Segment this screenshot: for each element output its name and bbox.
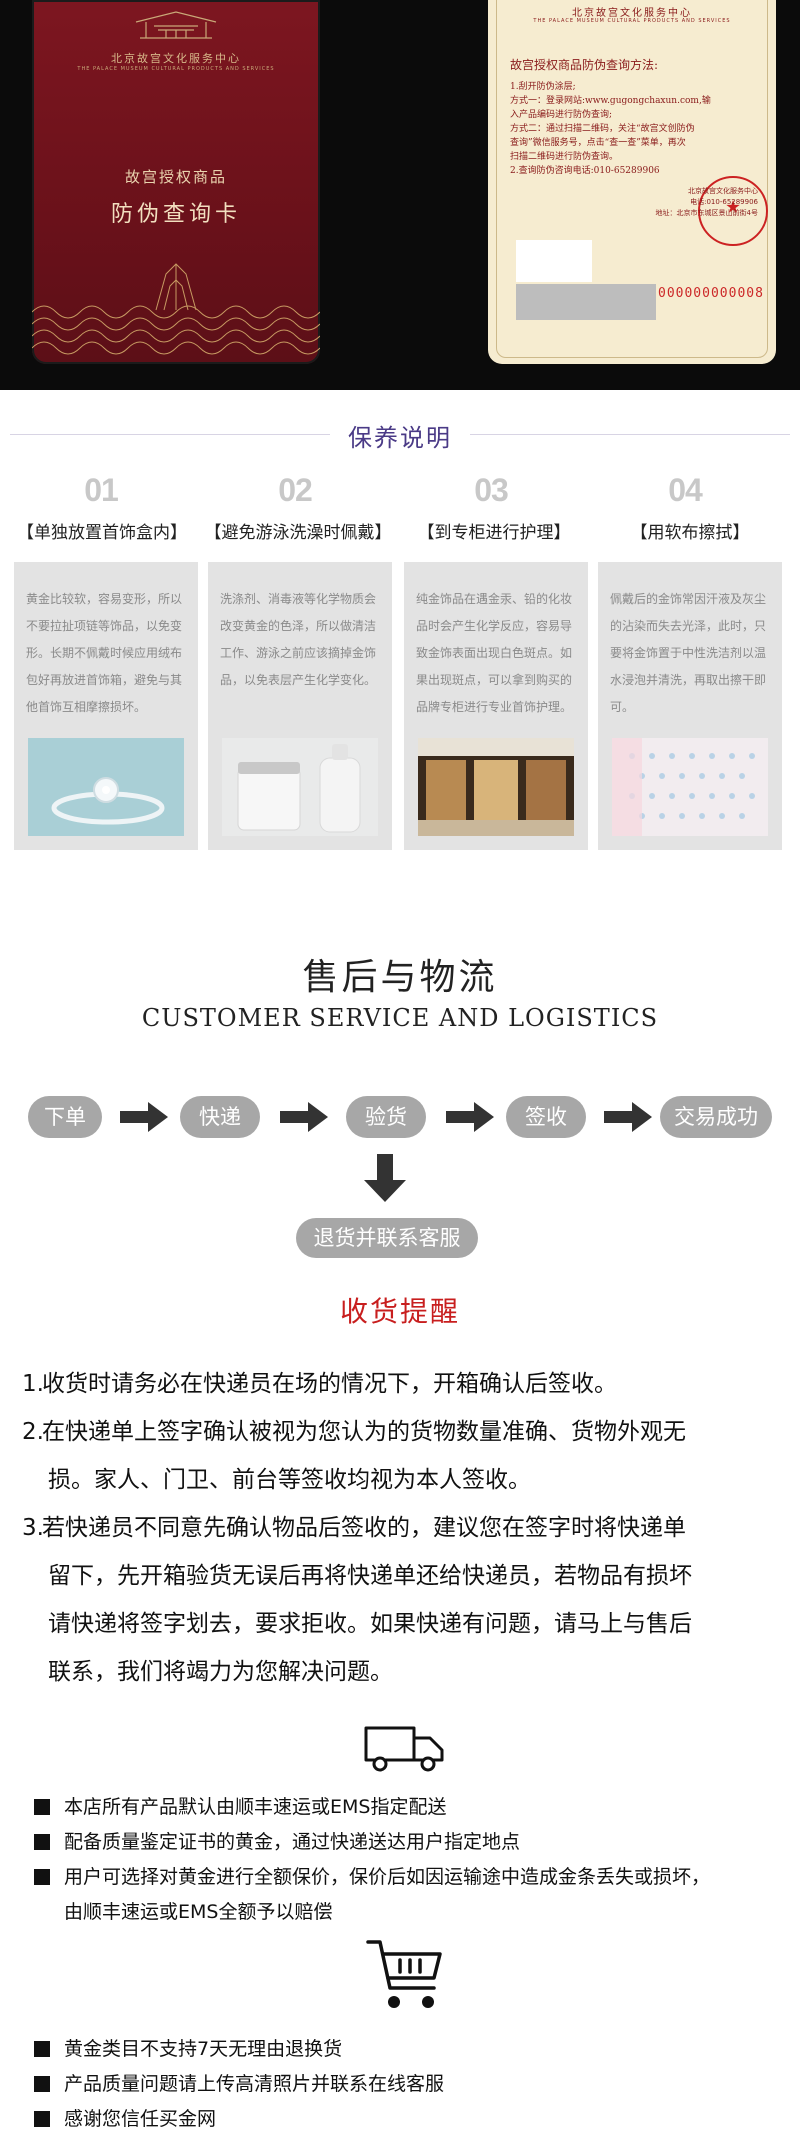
step-number: 01 [84, 472, 119, 508]
card-back-border [496, 0, 768, 358]
receipt-reminder-title: 收货提醒 [339, 1295, 460, 1328]
step-text: 黄金比较软，容易变形，所以不要拉扯项链等饰品，以免变形。长期不佩戴时候应用绒布包… [26, 592, 183, 714]
right-arrow-icon [280, 1102, 328, 1132]
bullet-text: 黄金类目不支持7天无理由退换货 [64, 2038, 343, 2060]
serial-number: 000000000008 [658, 286, 764, 301]
service-title: 售后与物流 [302, 957, 498, 998]
step-card: 佩戴后的金饰常因汗液及灰尘的沾染而失去光泽，此时，只要将金饰置于中性洗洁剂以温水… [598, 562, 782, 850]
flow-step-inspect: 验货 [346, 1096, 426, 1138]
palace-logo-icon [135, 11, 217, 39]
notice-line: 联系，我们将竭力为您解决问题。 [48, 1659, 393, 1685]
query-line: 方式二：通过扫描二维码，关注“故宫文创防伪 [510, 124, 695, 134]
shipping-bullet: 本店所有产品默认由顺丰速运或EMS指定配送 [34, 1790, 774, 1825]
notice-line: 损。家人、门卫、前台等签收均视为本人签收。 [48, 1467, 531, 1493]
return-contact-badge: 退货并联系客服 [296, 1218, 478, 1258]
scratch-coating [516, 284, 656, 320]
query-line: 查询”微信服务号，点击“查一查”菜单，再次 [510, 138, 686, 148]
down-arrow-icon [364, 1154, 406, 1202]
card-org-name-en: THE PALACE MUSEUM CULTURAL PRODUCTS AND … [77, 66, 275, 72]
notice-number: 2. [22, 1419, 44, 1445]
step-text: 纯金饰品在遇金汞、铅的化妆品时会产生化学反应，容易导致金饰表面出现白色斑点。如果… [416, 592, 573, 714]
query-line: 入产品编码进行防伪查询; [510, 110, 613, 120]
notice-item: 3.若快递员不同意先确认物品后签收的，建议您在签字时将快递单 留下，先开箱验货无… [22, 1504, 782, 1696]
bullet-text: 本店所有产品默认由顺丰速运或EMS指定配送 [64, 1796, 447, 1818]
cart-icon [366, 1940, 442, 2008]
card-org-name: 北京故宫文化服务中心 [111, 52, 241, 65]
notice-number: 1. [22, 1371, 44, 1397]
bullet-square-icon [34, 1834, 50, 1850]
notice-line: 在快递单上签字确认被视为您认为的货物数量准确、货物外观无 [42, 1419, 686, 1445]
right-arrow-icon [604, 1102, 652, 1132]
card-title: 防伪查询卡 [110, 202, 241, 227]
shipping-bullet: 配备质量鉴定证书的黄金，通过快递送达用户指定地点 [34, 1825, 774, 1860]
step-number: 02 [278, 472, 313, 508]
query-method-title: 故宫授权商品防伪查询方法: [510, 58, 659, 72]
step-text: 洗涤剂、消毒液等化学物质会改变黄金的色泽，所以做清洁工作、游泳之前应该摘掉金饰品… [220, 592, 377, 687]
anti-counterfeit-card-back: 北京故宫文化服务中心 THE PALACE MUSEUM CULTURAL PR… [488, 0, 776, 364]
notice-item: 1.收货时请务必在快递员在场的情况下，开箱确认后签收。 [22, 1360, 782, 1408]
bullet-square-icon [34, 2041, 50, 2057]
step-label: 【单独放置首饰盒内】 [17, 523, 187, 543]
notice-line: 请快递将签字划去，要求拒收。如果快递有问题，请马上与售后 [48, 1611, 692, 1637]
qr-code-placeholder [516, 240, 592, 282]
query-line: 1.刮开防伪涂层; [510, 82, 576, 92]
step-card: 洗涤剂、消毒液等化学物质会改变黄金的色泽，所以做清洁工作、游泳之前应该摘掉金饰品… [208, 562, 392, 850]
bullet-square-icon [34, 1869, 50, 1885]
notice-number: 3. [22, 1515, 44, 1541]
bullet-text: 感谢您信任买金网 [64, 2108, 217, 2130]
step-card: 纯金饰品在遇金汞、铅的化妆品时会产生化学反应，容易导致金饰表面出现白色斑点。如果… [404, 562, 588, 850]
step-text: 佩戴后的金饰常因汗液及灰尘的沾染而失去光泽，此时，只要将金饰置于中性洗洁剂以温水… [610, 592, 767, 714]
cloth-photo [612, 738, 768, 836]
anti-counterfeit-card-front: 北京故宫文化服务中心 THE PALACE MUSEUM CULTURAL PR… [32, 0, 320, 364]
red-seal-stamp [698, 176, 768, 246]
flow-step-order: 下单 [28, 1096, 102, 1138]
query-line: 方式一：登录网站:www.gugongchaxun.com,输 [510, 96, 711, 106]
shipping-bullet: 用户可选择对黄金进行全额保价，保价后如因运输途中造成金条丢失或损坏， 由顺丰速运… [34, 1860, 774, 1930]
notice-line: 收货时请务必在快递员在场的情况下，开箱确认后签收。 [42, 1371, 617, 1397]
query-line: 2.查询防伪咨询电话:010-65289906 [510, 166, 660, 176]
returns-bullet: 黄金类目不支持7天无理由退换货 [34, 2032, 774, 2067]
notice-line: 若快递员不同意先确认物品后签收的，建议您在签字时将快递单 [42, 1515, 686, 1541]
flow-step-sign: 签收 [506, 1096, 586, 1138]
wave-pattern-decoration [32, 263, 320, 355]
bullet-text: 产品质量问题请上传高清照片并联系在线客服 [64, 2073, 445, 2095]
card-back-header-en: THE PALACE MUSEUM CULTURAL PRODUCTS AND … [533, 18, 731, 24]
bullet-square-icon [34, 2076, 50, 2092]
step-label: 【用软布擦拭】 [630, 523, 750, 543]
ring-photo [28, 738, 184, 836]
bullet-square-icon [34, 2111, 50, 2127]
notice-item: 2.在快递单上签字确认被视为您认为的货物数量准确、货物外观无 损。家人、门卫、前… [22, 1408, 782, 1504]
flow-step-shipping: 快递 [180, 1096, 260, 1138]
service-subtitle: CUSTOMER SERVICE AND LOGISTICS [141, 1004, 659, 1032]
step-label: 【避免游泳洗澡时佩戴】 [204, 523, 392, 543]
step-card: 黄金比较软，容易变形，所以不要拉扯项链等饰品，以免变形。长期不佩戴时候应用绒布包… [14, 562, 198, 850]
bottles-photo [222, 738, 378, 836]
bullet-text-continued: 由顺丰速运或EMS全额予以赔偿 [64, 1901, 333, 1923]
step-label: 【到专柜进行护理】 [417, 523, 571, 543]
flow-step-complete: 交易成功 [660, 1096, 772, 1138]
maintenance-title: 保养说明 [330, 418, 470, 453]
bullet-square-icon [34, 1799, 50, 1815]
right-arrow-icon [120, 1102, 168, 1132]
sign-line: 地址：北京市东城区景山前街4号 [655, 209, 758, 217]
bullet-text: 用户可选择对黄金进行全额保价，保价后如因运输途中造成金条丢失或损坏， [64, 1866, 711, 1888]
step-number: 04 [668, 472, 703, 508]
returns-bullet: 产品质量问题请上传高清照片并联系在线客服 [34, 2067, 774, 2102]
query-line: 扫描二维码进行防伪查询。 [510, 152, 619, 162]
right-arrow-icon [446, 1102, 494, 1132]
step-number: 03 [474, 472, 509, 508]
bullet-text: 配备质量鉴定证书的黄金，通过快递送达用户指定地点 [64, 1831, 521, 1853]
notice-line: 留下，先开箱验货无误后再将快递单还给快递员，若物品有损坏 [48, 1563, 692, 1589]
store-photo [418, 738, 574, 836]
card-back-header: 北京故宫文化服务中心 [572, 8, 692, 19]
card-back-signature: 北京故宫文化服务中心 电话:010-65289906 地址：北京市东城区景山前街… [588, 186, 758, 219]
query-method-lines: 1.刮开防伪涂层; 方式一：登录网站:www.gugongchaxun.com,… [510, 80, 760, 178]
sign-line: 北京故宫文化服务中心 [688, 187, 758, 195]
truck-icon [364, 1726, 444, 1772]
sign-line: 电话:010-65289906 [690, 198, 758, 206]
card-subtitle: 故宫授权商品 [124, 168, 227, 186]
